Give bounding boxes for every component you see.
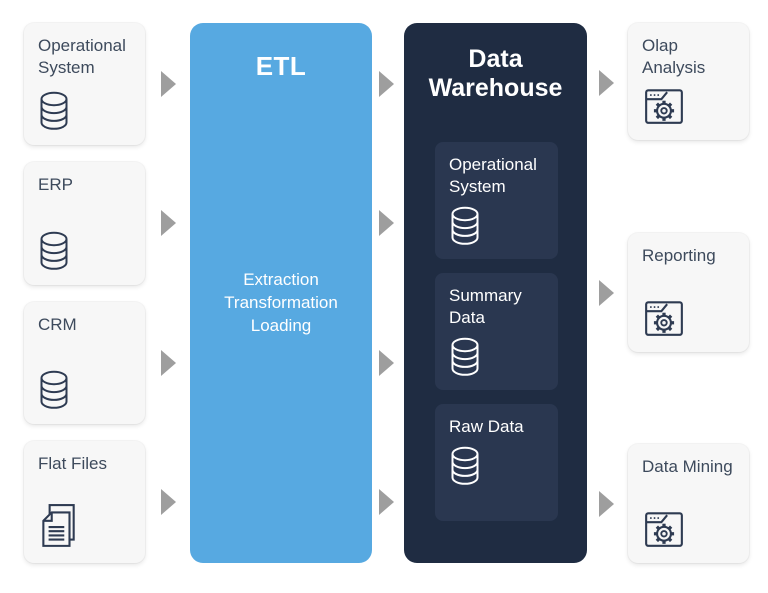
store-card-raw-data: Raw Data <box>435 404 558 521</box>
flow-arrow-icon <box>379 210 394 237</box>
output-label: Data Mining <box>642 457 733 476</box>
database-icon <box>38 91 70 131</box>
store-label: Operational System <box>449 155 537 196</box>
flow-arrow-icon <box>599 490 614 517</box>
etl-description-line: Extraction <box>243 270 319 289</box>
flow-arrow-icon <box>161 349 176 376</box>
flow-arrow-icon <box>599 69 614 96</box>
database-icon <box>449 337 481 377</box>
source-label: CRM <box>38 314 77 334</box>
etl-box: ETL Extraction Transformation Loading <box>190 23 372 563</box>
data-warehouse-title: Data Warehouse <box>428 45 563 102</box>
source-label: ERP <box>38 175 73 195</box>
etl-description: Extraction Transformation Loading <box>190 268 372 337</box>
source-card-operational-system: Operational System <box>24 23 145 146</box>
etl-description-line: Loading <box>250 316 312 335</box>
flow-arrow-icon <box>161 488 176 515</box>
arrows-etl-to-warehouse <box>379 23 399 563</box>
database-icon <box>38 370 70 410</box>
store-card-summary-data: Summary Data <box>435 273 558 390</box>
flow-arrow-icon <box>379 488 394 515</box>
output-card-olap-analysis: Olap Analysis <box>628 23 749 140</box>
etl-title: ETL <box>255 51 307 81</box>
source-label: Flat Files <box>38 453 107 473</box>
flow-arrow-icon <box>379 71 394 98</box>
output-card-reporting: Reporting <box>628 232 749 352</box>
flow-arrow-icon <box>599 280 614 306</box>
store-card-operational-system: Operational System <box>435 142 558 259</box>
database-icon <box>449 206 481 246</box>
source-label: Operational System <box>38 36 126 77</box>
outputs-column: Olap Analysis <box>628 23 749 563</box>
data-warehouse-box: Data Warehouse Operational System Summar… <box>404 23 587 563</box>
database-icon <box>38 231 70 271</box>
source-card-flat-files: Flat Files <box>24 440 145 563</box>
window-gear-icon <box>642 84 686 126</box>
arrows-sources-to-etl <box>161 23 181 563</box>
source-card-crm: CRM <box>24 301 145 424</box>
flow-arrow-icon <box>379 349 394 376</box>
output-label: Olap Analysis <box>642 36 706 77</box>
output-card-data-mining: Data Mining <box>628 444 749 563</box>
window-gear-icon <box>642 507 686 549</box>
flow-arrow-icon <box>161 71 176 98</box>
documents-icon <box>38 503 78 549</box>
window-gear-icon <box>642 296 686 338</box>
store-label: Summary Data <box>449 286 522 327</box>
etl-description-line: Transformation <box>224 293 338 312</box>
store-label: Raw Data <box>449 417 524 436</box>
arrows-warehouse-to-outputs <box>599 23 619 563</box>
flow-arrow-icon <box>161 210 176 237</box>
source-card-erp: ERP <box>24 162 145 285</box>
warehouse-stores: Operational System Summary Data <box>435 142 558 521</box>
sources-column: Operational System ERP <box>24 23 145 563</box>
output-label: Reporting <box>642 245 716 265</box>
database-icon <box>449 446 481 486</box>
